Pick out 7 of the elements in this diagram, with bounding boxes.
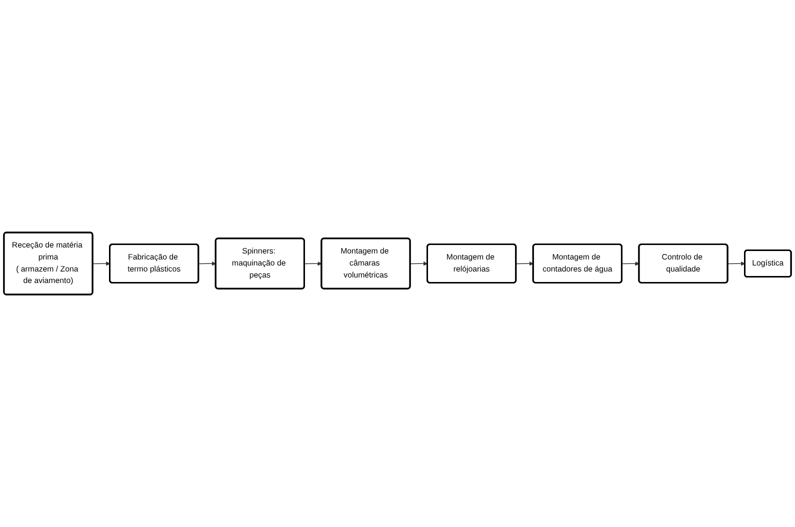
arrow [410,261,428,266]
arrow [92,261,110,266]
arrow [727,261,746,266]
arrow [622,261,640,266]
arrow [516,261,534,266]
arrow [198,261,216,266]
arrow [304,261,322,266]
